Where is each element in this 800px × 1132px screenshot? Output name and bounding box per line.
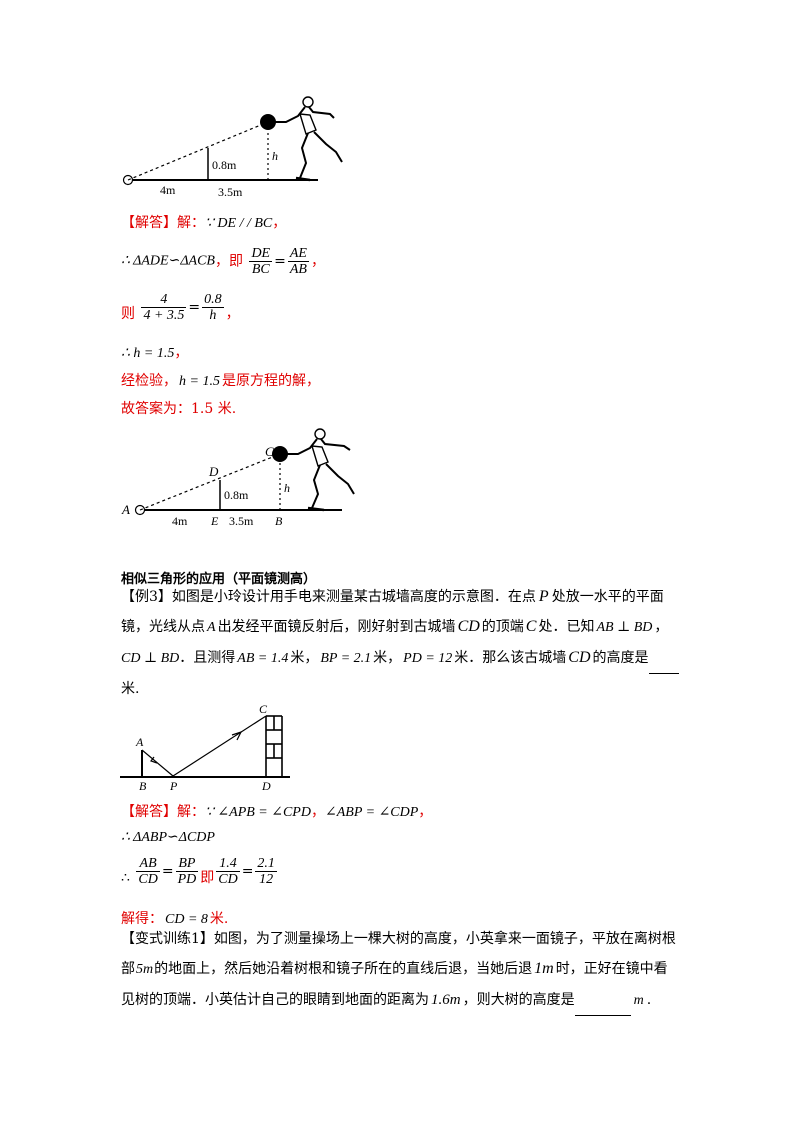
label-4m: 4m bbox=[160, 183, 176, 197]
example-tag: 【例3】 bbox=[121, 589, 172, 605]
punctuation: ， bbox=[174, 345, 189, 361]
connector-word: 即 bbox=[228, 253, 243, 270]
math-expression: CD = 8 bbox=[165, 912, 208, 927]
player-figure-icon bbox=[272, 428, 355, 512]
punctuation: ， bbox=[310, 253, 325, 270]
solution1-line1: 【解答】解：∵ DE / / BC， bbox=[121, 214, 286, 233]
reflected-ray bbox=[172, 715, 267, 777]
figure-1-player-diagram: 0.8m h 4m 3.5m bbox=[122, 96, 343, 199]
solution-label: 解： bbox=[177, 804, 205, 820]
variant-tag: 【变式训练1】 bbox=[121, 931, 214, 947]
point-d-label: D bbox=[208, 464, 219, 479]
incident-ray bbox=[141, 749, 174, 777]
equals-sign: = bbox=[274, 253, 286, 270]
label-h: h bbox=[272, 149, 278, 163]
answer-tag: 【解答】 bbox=[121, 804, 177, 820]
sight-line bbox=[127, 121, 269, 181]
sight-line bbox=[139, 453, 281, 511]
math-expression: ∠ABP = ∠CDP bbox=[324, 805, 419, 820]
point-d-label: D bbox=[261, 779, 271, 792]
solution1-answer: 故答案为：1.5 米. bbox=[121, 401, 237, 417]
figure-3-mirror-wall-diagram: A B P C D bbox=[120, 702, 290, 792]
equals-sign: = bbox=[161, 863, 174, 880]
verify-text: 经检验， bbox=[121, 373, 177, 389]
point-e-label: E bbox=[210, 514, 219, 528]
math-expression: ∵ DE / / BC bbox=[205, 216, 273, 231]
label-08m: 0.8m bbox=[212, 158, 237, 172]
label-35m: 3.5m bbox=[218, 185, 243, 199]
point-b-label: B bbox=[275, 514, 283, 528]
section-heading: 相似三角形的应用（平面镜测高） bbox=[121, 572, 317, 587]
answer-blank[interactable] bbox=[648, 653, 679, 674]
variant1-line1: 【变式训练1】如图，为了测量操场上一棵大树的高度，小英拿来一面镜子，平放在离树根 bbox=[121, 931, 676, 947]
math-expression: ∴ ΔABP∽ΔCDP bbox=[121, 830, 215, 845]
point-p: P bbox=[538, 588, 549, 605]
answer-tag: 【解答】 bbox=[121, 215, 177, 231]
variant1-problem: 【变式训练1】如图，为了测量操场上一棵大树的高度，小英拿来一面镜子，平放在离树根… bbox=[121, 924, 681, 1016]
equals-sign: = bbox=[188, 299, 201, 316]
punctuation: ， bbox=[272, 215, 287, 231]
answer-blank[interactable] bbox=[574, 995, 631, 1016]
label-08m: 0.8m bbox=[224, 488, 249, 502]
math-expression: ∴ ΔADE∽ΔACB bbox=[121, 253, 215, 269]
solution-label: 解： bbox=[177, 215, 205, 231]
connector-word: 即 bbox=[200, 870, 215, 886]
point-c-label: C bbox=[259, 702, 268, 716]
math-expression: h = 1.5 bbox=[179, 374, 220, 389]
punctuation: ， bbox=[418, 804, 433, 820]
punctuation: ， bbox=[310, 804, 325, 820]
math-expression: ∴ h = 1.5 bbox=[121, 346, 175, 361]
point-c-label: C bbox=[265, 444, 274, 459]
label-h: h bbox=[284, 481, 290, 495]
point-a-label: A bbox=[121, 502, 130, 517]
punctuation: ， bbox=[214, 253, 229, 270]
figure-2-labeled-diagram: A D C E B 0.8m h 4m 3.5m bbox=[121, 428, 355, 528]
solution3-line1: 【解答】解：∵ ∠APB = ∠CPD，∠ABP = ∠CDP， bbox=[121, 803, 432, 822]
city-wall-icon bbox=[265, 715, 283, 777]
punctuation: ， bbox=[225, 306, 240, 322]
connector-word: 则 bbox=[121, 306, 135, 322]
verify-text: 是原方程的解， bbox=[221, 373, 320, 389]
point-a-label: A bbox=[135, 735, 144, 749]
math-expression: ∵ ∠APB = ∠CPD bbox=[205, 805, 311, 820]
point-p-label: P bbox=[169, 779, 178, 792]
player-figure-icon bbox=[260, 96, 343, 182]
solution1-line4: ∴ h = 1.5， bbox=[121, 344, 188, 363]
solve-label: 解得： bbox=[121, 911, 163, 927]
unit-text: 米. bbox=[209, 911, 229, 927]
arrow-icon bbox=[150, 756, 158, 764]
label-35m: 3.5m bbox=[229, 514, 254, 528]
equals-sign: = bbox=[241, 863, 254, 880]
therefore-symbol: ∴ bbox=[121, 870, 130, 886]
arrow-icon bbox=[231, 730, 243, 741]
point-b-label: B bbox=[139, 779, 147, 792]
solution3-line2: ∴ ΔABP∽ΔCDP bbox=[121, 828, 215, 847]
label-4m: 4m bbox=[172, 514, 188, 528]
example3-line4: 米. bbox=[121, 681, 140, 697]
